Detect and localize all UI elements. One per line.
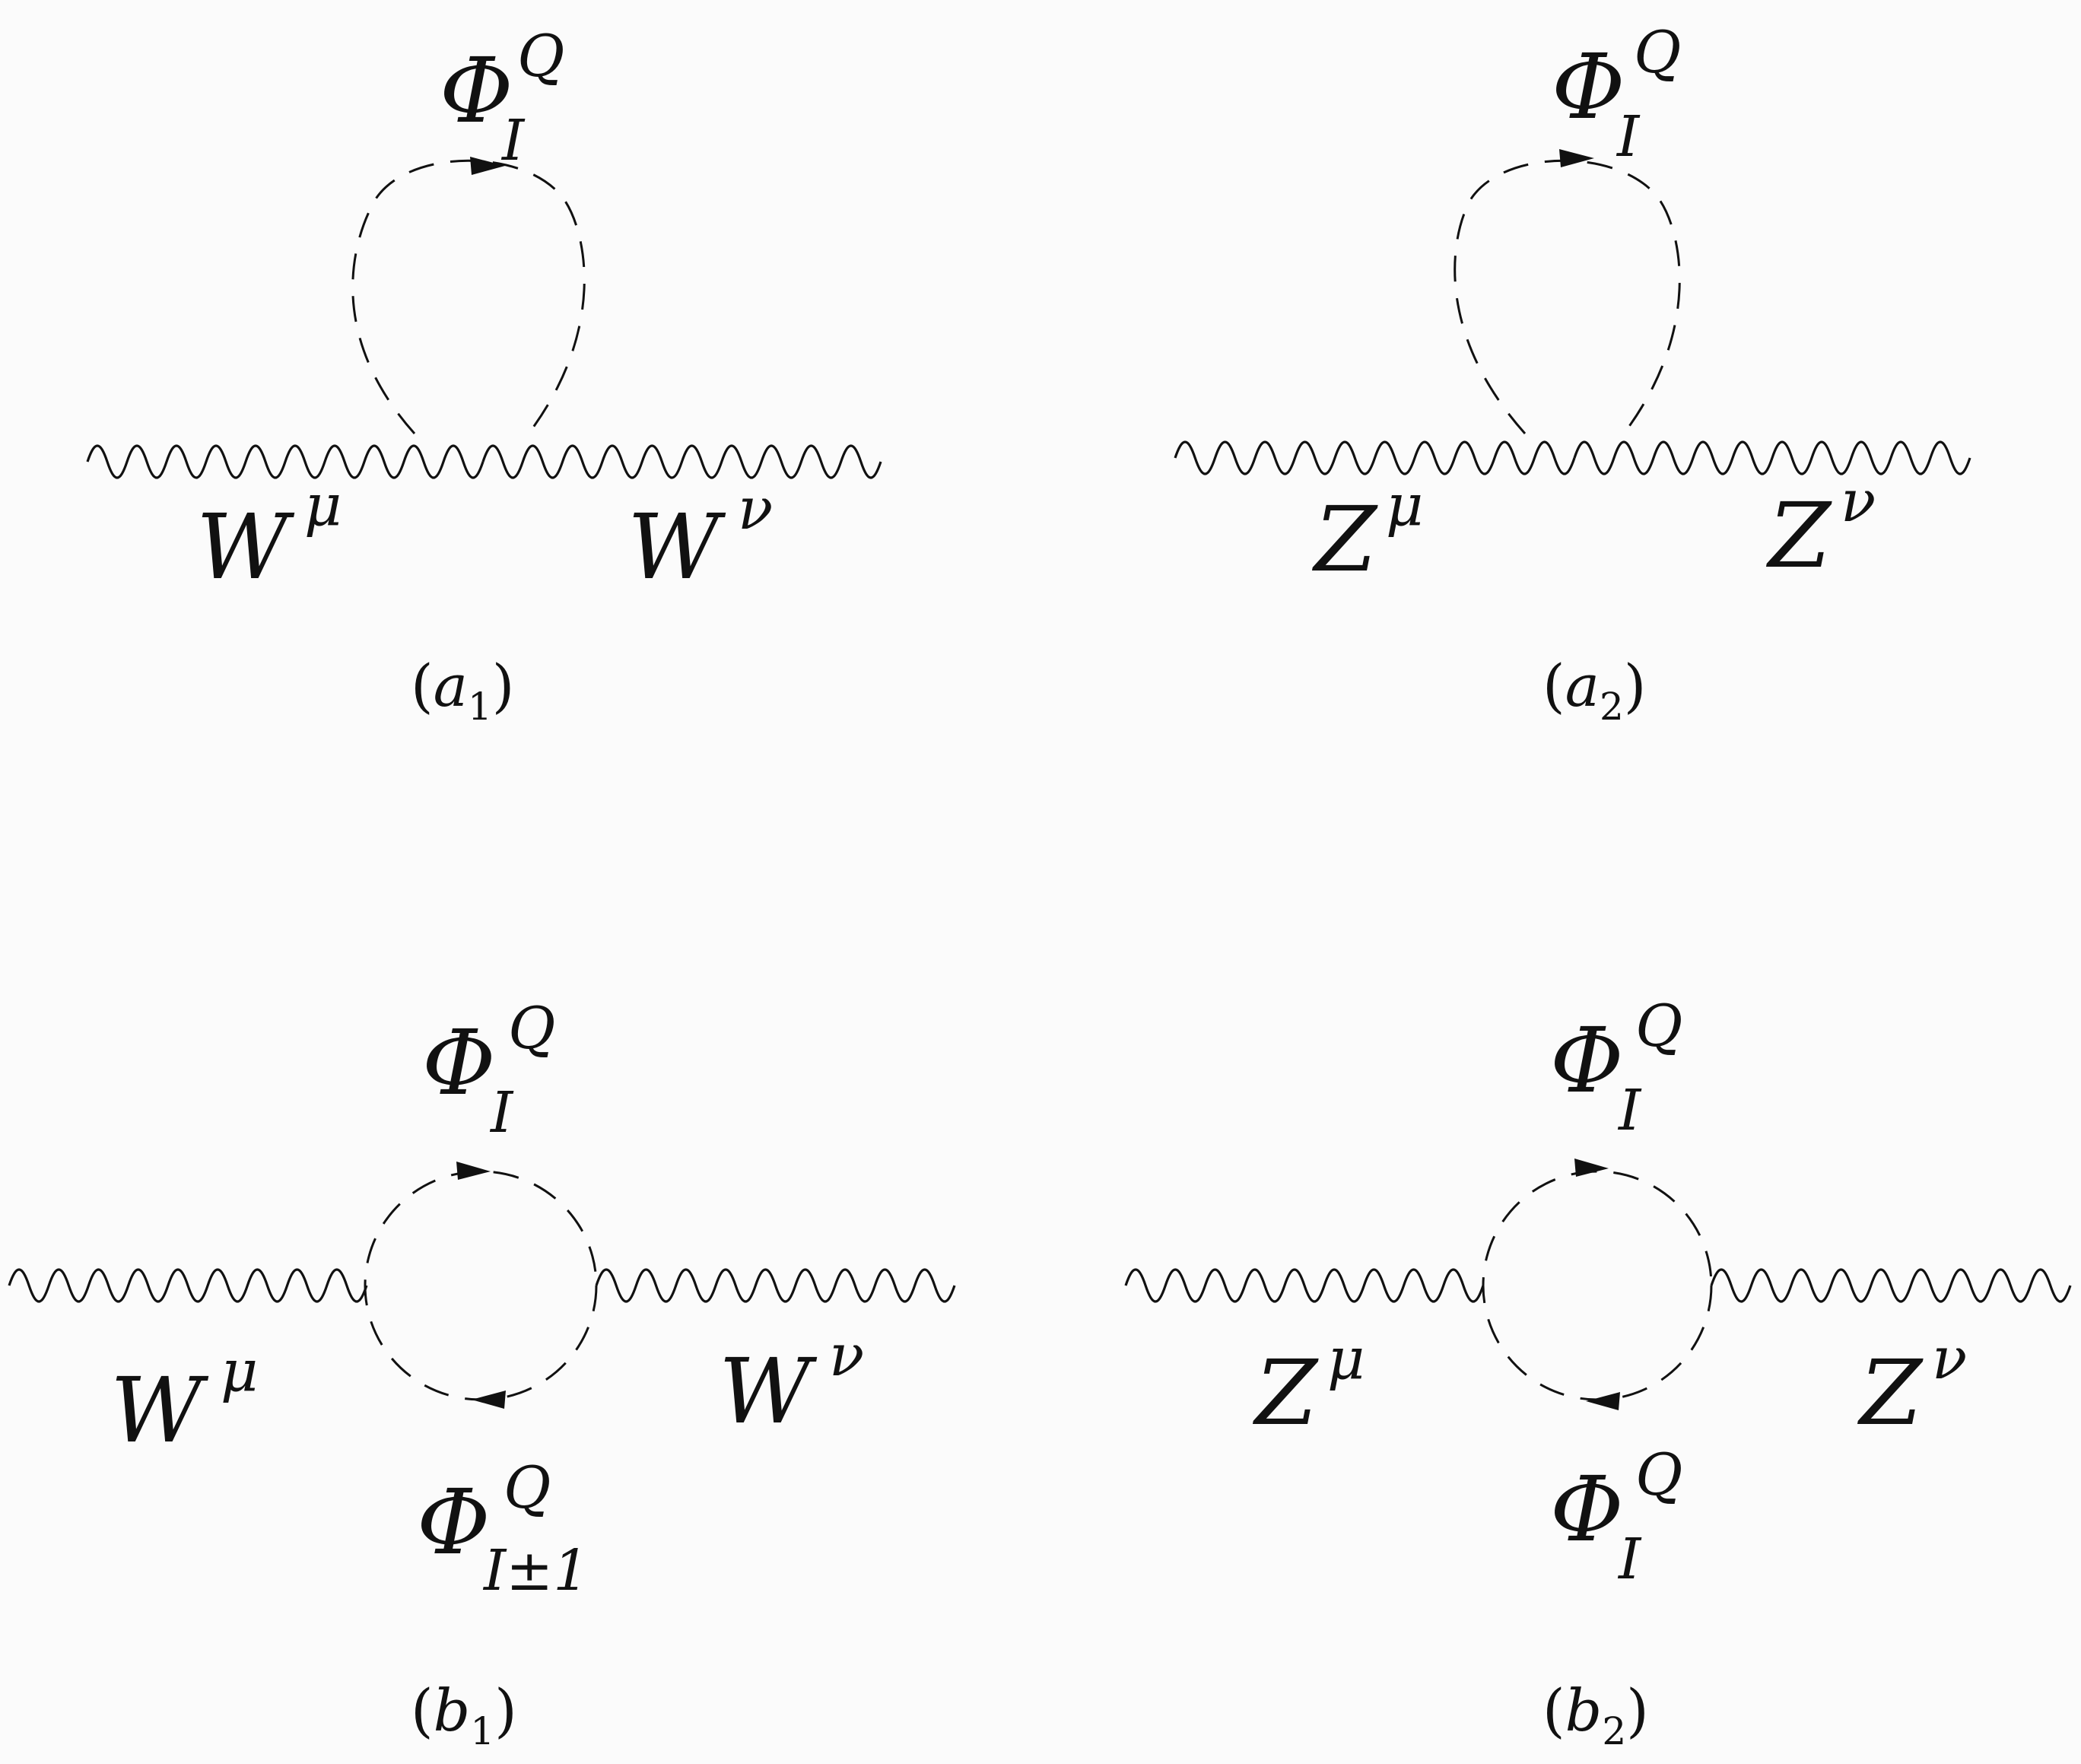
- boson-label-right: Z ν: [1765, 467, 1876, 588]
- diagram-a1: Φ Q I W μ W ν (a1): [86, 22, 882, 729]
- w-boson-line-right: [481, 444, 882, 479]
- boson-label-left: W μ: [110, 1337, 258, 1463]
- scalar-label-top: Φ Q I: [1550, 992, 1686, 1143]
- boson-label-left: Z μ: [1252, 1324, 1365, 1445]
- loop-arrow-icon: [1574, 1159, 1609, 1177]
- z-boson-line-right: [1573, 440, 1971, 475]
- scalar-loop: [1454, 159, 1681, 434]
- scalar-label-top: Φ Q I: [422, 994, 559, 1146]
- scalar-label-top: Φ Q I: [440, 22, 568, 173]
- z-boson-line-left: [1124, 1268, 1485, 1303]
- loop-arrow-icon: [1559, 149, 1594, 167]
- scalar-loop: [351, 159, 586, 434]
- w-boson-line-left: [86, 444, 485, 479]
- boson-label-left: W μ: [196, 471, 342, 599]
- diagram-caption: (a1): [411, 652, 514, 729]
- loop-arrow-icon: [472, 1391, 506, 1409]
- loop-arrow-icon: [456, 1162, 491, 1180]
- boson-label-right: W ν: [627, 475, 773, 599]
- scalar-loop: [364, 1170, 598, 1401]
- scalar-loop: [1482, 1170, 1713, 1401]
- loop-arrow-icon: [470, 157, 505, 175]
- scalar-label-bottom: Φ Q I±1: [417, 1454, 589, 1603]
- diagram-caption: (b2): [1542, 1677, 1649, 1753]
- z-boson-line-left: [1174, 440, 1576, 475]
- diagram-b2: Φ Q I Φ Q I Z μ Z ν (b2): [1124, 992, 2072, 1753]
- loop-arrow-icon: [1586, 1392, 1620, 1410]
- z-boson-line-right: [1710, 1268, 2072, 1303]
- boson-label-right: W ν: [719, 1321, 864, 1444]
- diagram-a2: Φ Q I Z μ Z ν (a2): [1174, 18, 1971, 729]
- boson-label-left: Z μ: [1311, 471, 1423, 592]
- scalar-label-top: Φ Q I: [1552, 18, 1685, 170]
- w-boson-line-right: [595, 1268, 956, 1303]
- diagram-b1: Φ Q I Φ Q I±1 W μ W ν (b1): [8, 994, 956, 1753]
- diagram-caption: (b1): [411, 1677, 517, 1753]
- w-boson-line-left: [8, 1268, 368, 1303]
- boson-label-right: Z ν: [1857, 1324, 1967, 1445]
- diagram-caption: (a2): [1542, 652, 1646, 729]
- scalar-label-bottom: Φ Q I: [1550, 1441, 1686, 1592]
